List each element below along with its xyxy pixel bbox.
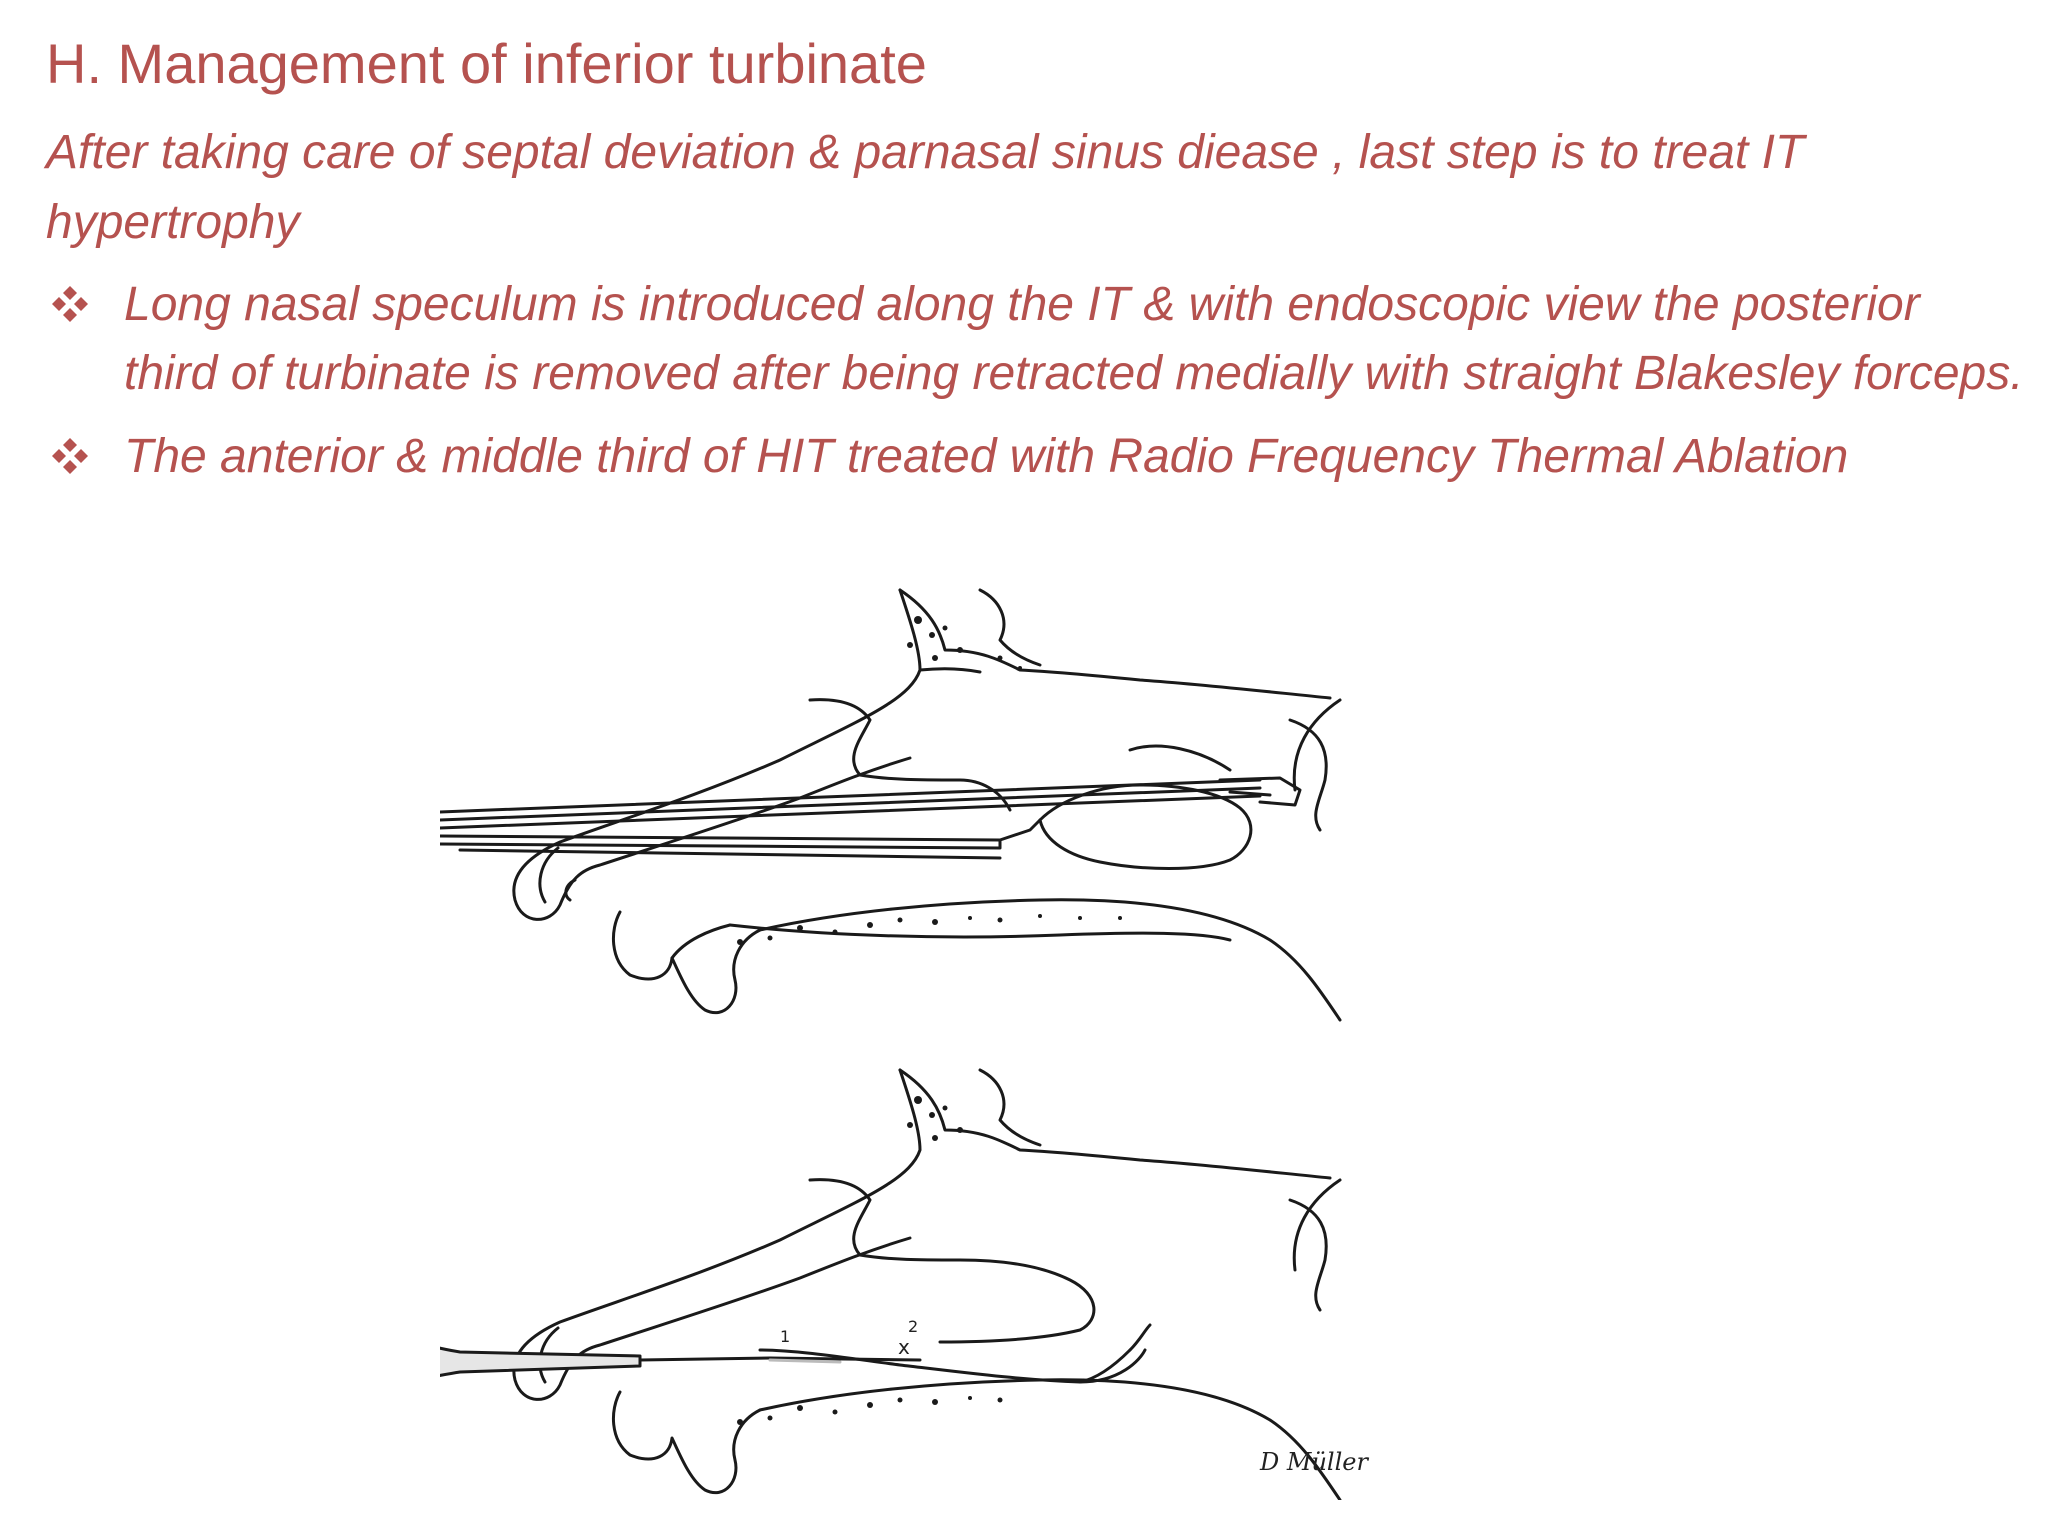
bullet-list: Long nasal speculum is introduced along … [46, 270, 2026, 505]
four-diamond-bullet-icon [52, 286, 88, 322]
panel-a-drawing: A [440, 588, 1342, 1022]
illustrator-signature: D Müller [1259, 1448, 1369, 1476]
four-diamond-bullet-icon [52, 438, 88, 474]
slide-title: H. Management of inferior turbinate [46, 32, 927, 95]
bullet-text: The anterior & middle third of HIT treat… [124, 430, 1849, 483]
bullet-text: Long nasal speculum is introduced along … [124, 278, 2024, 400]
bullet-item: Long nasal speculum is introduced along … [46, 270, 2026, 408]
bullet-item: The anterior & middle third of HIT treat… [46, 422, 2026, 491]
intro-text: After taking care of septal deviation & … [46, 126, 1805, 249]
surgical-illustration: A [440, 580, 1520, 1500]
point-2-label: 2 [908, 1317, 918, 1336]
point-1-label: 1 [780, 1327, 790, 1346]
point-x-label: x [898, 1335, 910, 1359]
panel-b-drawing: 1 2 x D Müller [440, 1068, 1369, 1500]
